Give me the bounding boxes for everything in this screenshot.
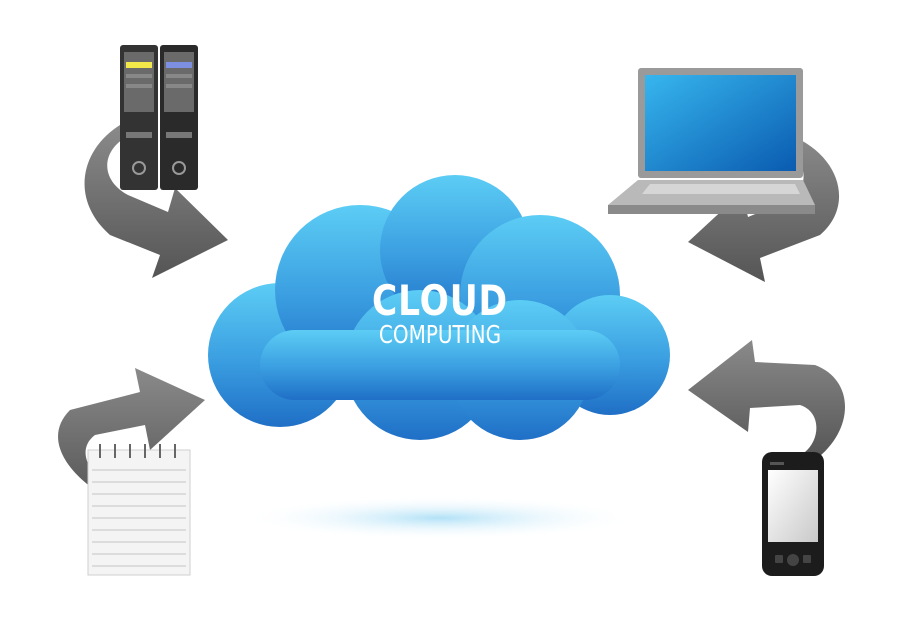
notepad-icon: [87, 444, 191, 576]
cloud-title: CLOUD: [372, 276, 508, 325]
arrow-top-right: [688, 135, 840, 282]
arrow-bottom-right: [688, 340, 845, 460]
cloud-subtitle: COMPUTING: [378, 320, 502, 349]
smartphone-icon: [762, 452, 824, 576]
arrow-bottom-left: [58, 368, 205, 505]
cloud-shadow: [240, 496, 640, 540]
server-icon: [120, 45, 198, 190]
cloud-shape: [208, 175, 670, 440]
arrow-top-left: [84, 125, 228, 278]
laptop-icon: [608, 68, 815, 214]
